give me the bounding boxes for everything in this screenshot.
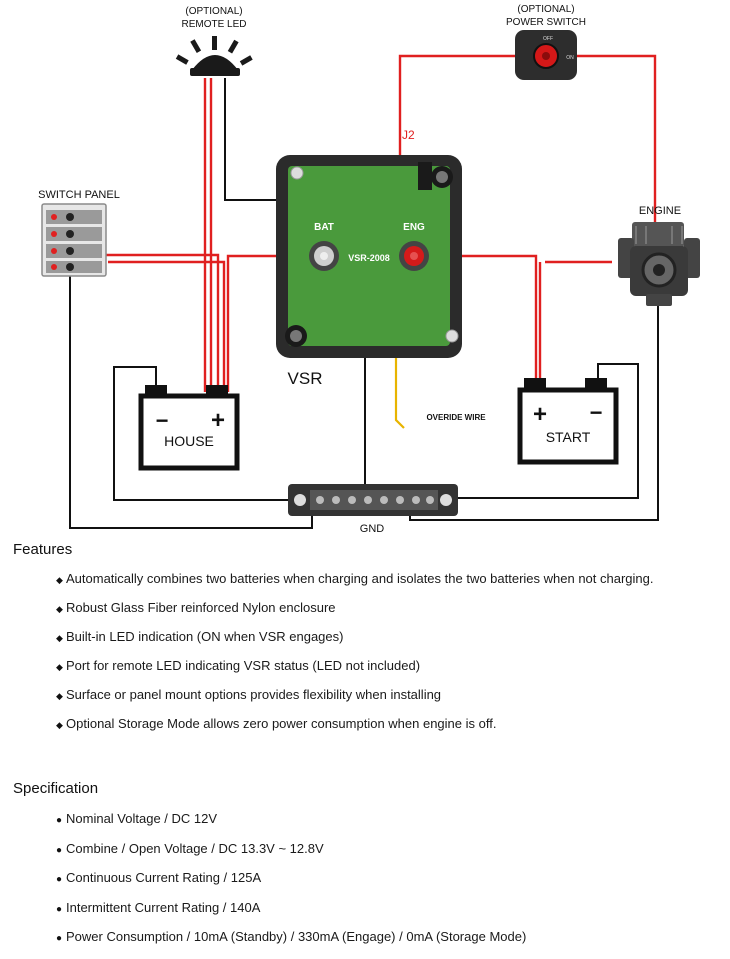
house-label: HOUSE — [164, 433, 214, 449]
diamond-bullet-icon: ◆ — [56, 575, 63, 585]
feature-item: ◆Built-in LED indication (ON when VSR en… — [56, 629, 654, 658]
feature-text: Automatically combines two batteries whe… — [66, 571, 654, 586]
round-bullet-icon: ● — [56, 815, 63, 826]
remote-led-label-1: (OPTIONAL) — [185, 6, 242, 17]
diamond-bullet-icon: ◆ — [56, 662, 63, 672]
diamond-bullet-icon: ◆ — [56, 604, 63, 614]
house-minus: − — [156, 408, 169, 433]
power-switch-label-2: POWER SWITCH — [506, 17, 586, 28]
switch-off-label: OFF — [543, 36, 553, 42]
vsr-label: VSR — [288, 369, 323, 388]
switch-panel-label: SWITCH PANEL — [38, 189, 120, 201]
start-plus: + — [533, 401, 547, 428]
round-bullet-icon: ● — [56, 903, 63, 915]
feature-item: ◆Port for remote LED indicating VSR stat… — [56, 658, 654, 687]
engine-icon — [618, 222, 700, 306]
diamond-bullet-icon: ◆ — [56, 691, 63, 701]
features-list: ◆Automatically combines two batteries wh… — [56, 571, 654, 745]
feature-text: Port for remote LED indicating VSR statu… — [66, 658, 421, 673]
switch-on-label: ON — [566, 55, 574, 61]
features-title: Features — [13, 541, 73, 558]
specification-title: Specification — [13, 780, 99, 797]
house-plus: + — [211, 407, 225, 434]
house-battery — [138, 385, 240, 471]
spec-text: Combine / Open Voltage / DC 13.3V ~ 12.8… — [66, 840, 324, 856]
spec-item: ●Combine / Open Voltage / DC 13.3V ~ 12.… — [56, 841, 526, 871]
bat-label: BAT — [314, 222, 334, 233]
j2-label: J2 — [402, 128, 415, 142]
feature-text: Built-in LED indication (ON when VSR eng… — [66, 629, 344, 644]
diamond-bullet-icon: ◆ — [56, 720, 63, 730]
remote-led — [175, 36, 253, 76]
power-switch — [515, 30, 577, 80]
spec-item: ●Continuous Current Rating / 125A — [56, 870, 526, 900]
spec-item: ●Power Consumption / 10mA (Standby) / 33… — [56, 929, 526, 959]
spec-text: Power Consumption / 10mA (Standby) / 330… — [66, 929, 527, 944]
feature-item: ◆Robust Glass Fiber reinforced Nylon enc… — [56, 600, 654, 629]
spec-text: Continuous Current Rating / 125A — [66, 870, 262, 885]
switch-panel — [41, 203, 107, 277]
eng-label: ENG — [403, 222, 425, 233]
spec-text: Intermittent Current Rating / 140A — [66, 899, 261, 915]
feature-item: ◆Surface or panel mount options provides… — [56, 687, 654, 716]
gnd-label: GND — [360, 523, 385, 535]
specification-list: ●Nominal Voltage / DC 12V●Combine / Open… — [56, 811, 526, 959]
vsr-module — [276, 155, 462, 358]
model-label: VSR-2008 — [348, 253, 390, 263]
feature-item: ◆Optional Storage Mode allows zero power… — [56, 716, 654, 745]
override-label: OVERIDE WIRE — [426, 413, 486, 422]
feature-text: Surface or panel mount options provides … — [66, 687, 442, 702]
remote-led-label-2: REMOTE LED — [181, 19, 246, 30]
round-bullet-icon: ● — [56, 933, 63, 944]
round-bullet-icon: ● — [56, 844, 63, 856]
round-bullet-icon: ● — [56, 874, 63, 885]
start-label: START — [546, 429, 591, 445]
spec-item: ●Intermittent Current Rating / 140A — [56, 900, 526, 930]
start-battery — [517, 378, 619, 465]
ground-bus-bar — [288, 484, 458, 516]
feature-text: Optional Storage Mode allows zero power … — [66, 716, 497, 731]
wiring-diagram: (OPTIONAL) REMOTE LED (OPTIONAL) POWER S… — [38, 4, 700, 535]
diamond-bullet-icon: ◆ — [56, 633, 63, 643]
engine-label: ENGINE — [639, 205, 681, 217]
feature-item: ◆Automatically combines two batteries wh… — [56, 571, 654, 600]
feature-text: Robust Glass Fiber reinforced Nylon encl… — [66, 600, 336, 615]
spec-item: ●Nominal Voltage / DC 12V — [56, 811, 526, 841]
spec-text: Nominal Voltage / DC 12V — [66, 811, 218, 826]
power-switch-label-1: (OPTIONAL) — [517, 4, 574, 15]
start-minus: − — [590, 400, 603, 425]
